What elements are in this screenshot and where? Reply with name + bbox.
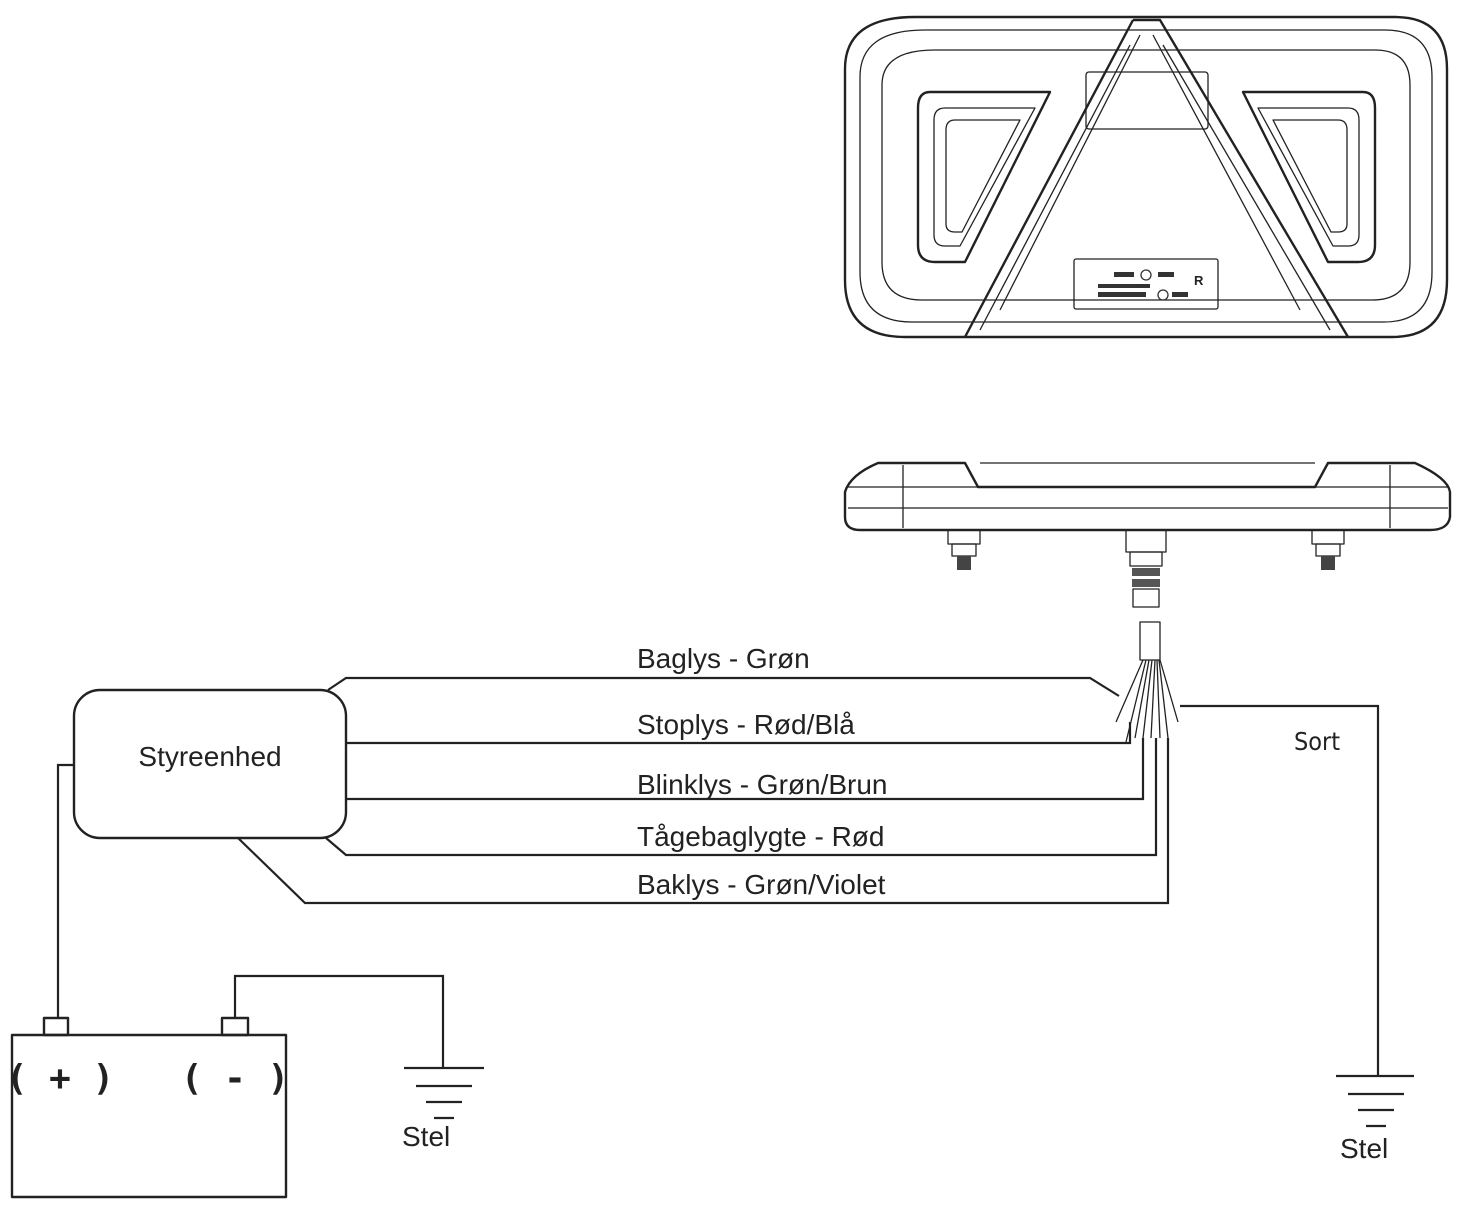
wire-blinklys <box>346 738 1145 801</box>
wire-labels: Baglys - Grøn Stoplys - Rød/Blå Blinklys… <box>637 643 888 900</box>
ground-symbol-right <box>1336 1074 1414 1128</box>
control-unit-label: Styreenhed <box>138 741 281 772</box>
battery: ( + ) ( - ) Stel <box>6 763 484 1199</box>
wire-label-baklys: Baklys - Grøn/Violet <box>637 869 886 900</box>
battery-positive-label: ( + ) <box>6 1058 114 1099</box>
ground-label-left: Stel <box>402 1121 450 1152</box>
wire-label-stoplys: Stoplys - Rød/Blå <box>637 709 855 740</box>
ground-wire-sort: Sort Stel <box>1180 704 1414 1164</box>
ground-symbol-left <box>404 1066 484 1120</box>
wire-label-blinklys: Blinklys - Grøn/Brun <box>637 769 888 800</box>
lamp-side-view <box>843 461 1452 661</box>
wire-label-baglys: Baglys - Grøn <box>637 643 810 674</box>
ground-wire-label: Sort <box>1294 727 1340 756</box>
wire-baglys <box>327 676 1120 697</box>
wire-baklys <box>237 738 1170 905</box>
ground-label-right: Stel <box>1340 1133 1388 1164</box>
wire-label-taagebaglygte: Tågebaglygte - Rød <box>637 821 884 852</box>
cable-fanout <box>1115 659 1179 743</box>
control-unit: Styreenhed <box>72 688 348 840</box>
wire-stoplys <box>346 722 1132 745</box>
approval-plate-mark-r: R <box>1194 273 1204 288</box>
signal-wires <box>237 676 1170 905</box>
approval-plate-marks <box>1098 269 1188 301</box>
lamp-front-view: R <box>843 15 1449 339</box>
wire-taagebaglygte <box>325 738 1158 857</box>
battery-negative-label: ( - ) <box>181 1058 289 1099</box>
